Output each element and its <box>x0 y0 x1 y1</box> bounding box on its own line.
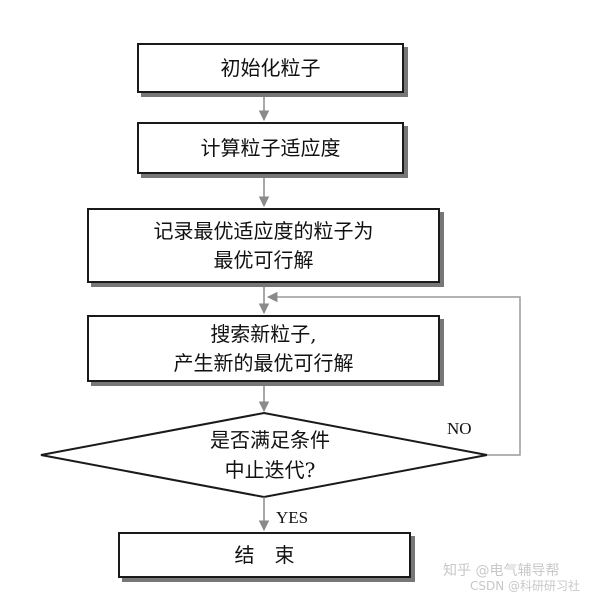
decision-line1: 是否满足条件 <box>210 428 330 452</box>
decision-line2: 中止迭代? <box>224 458 316 482</box>
step-search-particles: 搜索新粒子, 产生新的最优可行解 <box>87 315 440 382</box>
step-search-particles-line1: 搜索新粒子, <box>210 321 317 346</box>
step-record-best-line1: 记录最优适应度的粒子为 <box>153 218 374 243</box>
step-compute-fitness-label: 计算粒子适应度 <box>200 135 341 160</box>
step-initialize-particles: 初始化粒子 <box>137 43 404 93</box>
decision-label: 是否满足条件 中止迭代? <box>50 418 490 492</box>
no-edge-label: NO <box>447 419 472 438</box>
watermark-csdn: CSDN @科研研习社 <box>470 579 581 593</box>
step-initialize-label: 初始化粒子 <box>220 55 321 80</box>
no-loop-connector <box>266 291 521 456</box>
step-end: 结 束 <box>118 532 411 578</box>
step-search-particles-line2: 产生新的最优可行解 <box>173 350 354 375</box>
step-compute-fitness: 计算粒子适应度 <box>137 122 404 174</box>
watermark-zhihu: 知乎 @电气辅导帮 <box>443 563 560 579</box>
step-end-label: 结 束 <box>234 542 295 567</box>
yes-edge-label: YES <box>276 508 309 527</box>
step-record-best-line2: 最优可行解 <box>213 247 314 272</box>
step-record-best: 记录最优适应度的粒子为 最优可行解 <box>87 208 440 283</box>
